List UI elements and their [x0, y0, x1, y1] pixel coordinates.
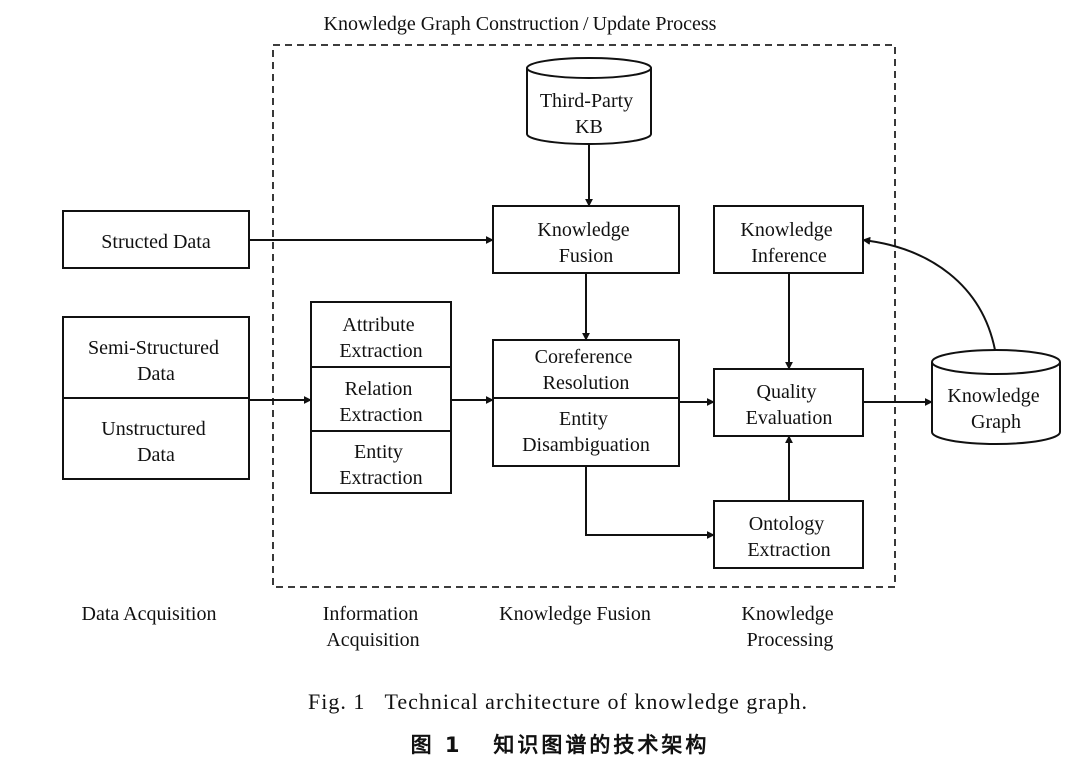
semi-structured-label-2: Data	[137, 363, 175, 385]
svg-text:Knowledge Inference: Knowledge Inference	[740, 219, 837, 267]
coreference-label-1: Coreference	[535, 346, 633, 368]
svg-text:Unstructured Data: Unstructured Data	[101, 418, 210, 466]
svg-text:Entity Extraction: Entity Extraction	[339, 441, 422, 489]
knowledge-graph-label-1: Knowledge	[947, 385, 1039, 407]
svg-text:Relation Extraction: Relation Extraction	[339, 378, 422, 426]
quality-evaluation-box: Quality Evaluation	[713, 368, 864, 437]
svg-text:Knowledge Processing: Knowledge Processing	[741, 603, 838, 651]
svg-text:Semi-Structured Data: Semi-Structured Data	[88, 337, 224, 385]
knowledge-fusion-box: Knowledge Fusion	[492, 205, 680, 274]
svg-text:Third-Party KB: Third-Party KB	[540, 90, 638, 138]
coreference-disambiguation-box: Coreference Resolution Entity Disambigua…	[492, 339, 680, 467]
diagram-title: Knowledge Graph Construction / Update Pr…	[324, 13, 717, 35]
structed-data-label: Structed Data	[101, 231, 211, 253]
knowledge-fusion-label-1: Knowledge	[537, 219, 629, 241]
svg-text:Knowledge Fusion: Knowledge Fusion	[537, 219, 634, 267]
relation-extraction-label-1: Relation	[345, 378, 413, 400]
svg-text:Attribute Extraction: Attribute Extraction	[339, 314, 422, 362]
quality-evaluation-label-2: Evaluation	[746, 407, 833, 429]
stage-knowledge-fusion: Knowledge Fusion	[499, 603, 651, 625]
entity-extraction-label-1: Entity	[354, 441, 403, 463]
unstructured-label-1: Unstructured	[101, 418, 205, 440]
stage-information-acquisition-2: Acquisition	[326, 629, 419, 651]
entity-disambiguation-label-2: Disambiguation	[522, 434, 650, 456]
relation-extraction-label-2: Extraction	[339, 404, 422, 426]
third-party-kb-label-2: KB	[575, 116, 603, 138]
knowledge-inference-box: Knowledge Inference	[713, 205, 864, 274]
process-boundary	[272, 44, 896, 588]
knowledge-graph-cylinder: Knowledge Graph	[931, 349, 1061, 445]
svg-text:Knowledge Graph: Knowledge Graph	[947, 385, 1044, 433]
third-party-kb-label-1: Third-Party	[540, 90, 633, 112]
svg-text:Entity Disambiguation: Entity Disambiguation	[522, 408, 650, 456]
stage-data-acquisition: Data Acquisition	[82, 603, 217, 625]
knowledge-inference-label-1: Knowledge	[740, 219, 832, 241]
svg-text:Ontology Extraction: Ontology Extraction	[747, 513, 830, 561]
attribute-extraction-label-1: Attribute	[342, 314, 414, 336]
stage-knowledge-processing-1: Knowledge	[741, 603, 833, 625]
svg-text:Information Acquisition: Information Acquisition	[323, 603, 424, 651]
figure-caption-chinese: 图 1 知识图谱的技术架构	[411, 733, 710, 757]
extraction-stack: Attribute Extraction Relation Extraction…	[310, 301, 452, 494]
entity-disambiguation-label-1: Entity	[559, 408, 608, 430]
stage-information-acquisition-1: Information	[323, 603, 419, 625]
unstructured-label-2: Data	[137, 444, 175, 466]
attribute-extraction-label-2: Extraction	[339, 340, 422, 362]
figure-caption-english: Fig. 1 Technical architecture of knowled…	[308, 689, 808, 714]
arrow-graph-to-inference	[862, 236, 996, 351]
knowledge-fusion-label-2: Fusion	[559, 245, 613, 267]
svg-text:Coreference Resolution: Coreference Resolution	[535, 346, 638, 394]
arrow-disambiguation-to-ontology	[585, 466, 715, 539]
ontology-extraction-box: Ontology Extraction	[713, 500, 864, 569]
third-party-kb-cylinder: Third-Party KB	[526, 57, 652, 145]
entity-extraction-label-2: Extraction	[339, 467, 422, 489]
ontology-extraction-label-1: Ontology	[749, 513, 825, 535]
semi-structured-label-1: Semi-Structured	[88, 337, 219, 359]
quality-evaluation-label-1: Quality	[757, 381, 817, 403]
knowledge-graph-label-2: Graph	[971, 411, 1021, 433]
knowledge-inference-label-2: Inference	[751, 245, 827, 267]
stage-knowledge-processing-2: Processing	[747, 629, 834, 651]
structed-data-box: Structed Data	[62, 210, 250, 269]
semi-unstructured-data-box: Semi-Structured Data Unstructured Data	[62, 316, 250, 480]
svg-text:Quality Evaluation: Quality Evaluation	[746, 381, 833, 429]
ontology-extraction-label-2: Extraction	[747, 539, 830, 561]
coreference-label-2: Resolution	[543, 372, 630, 394]
